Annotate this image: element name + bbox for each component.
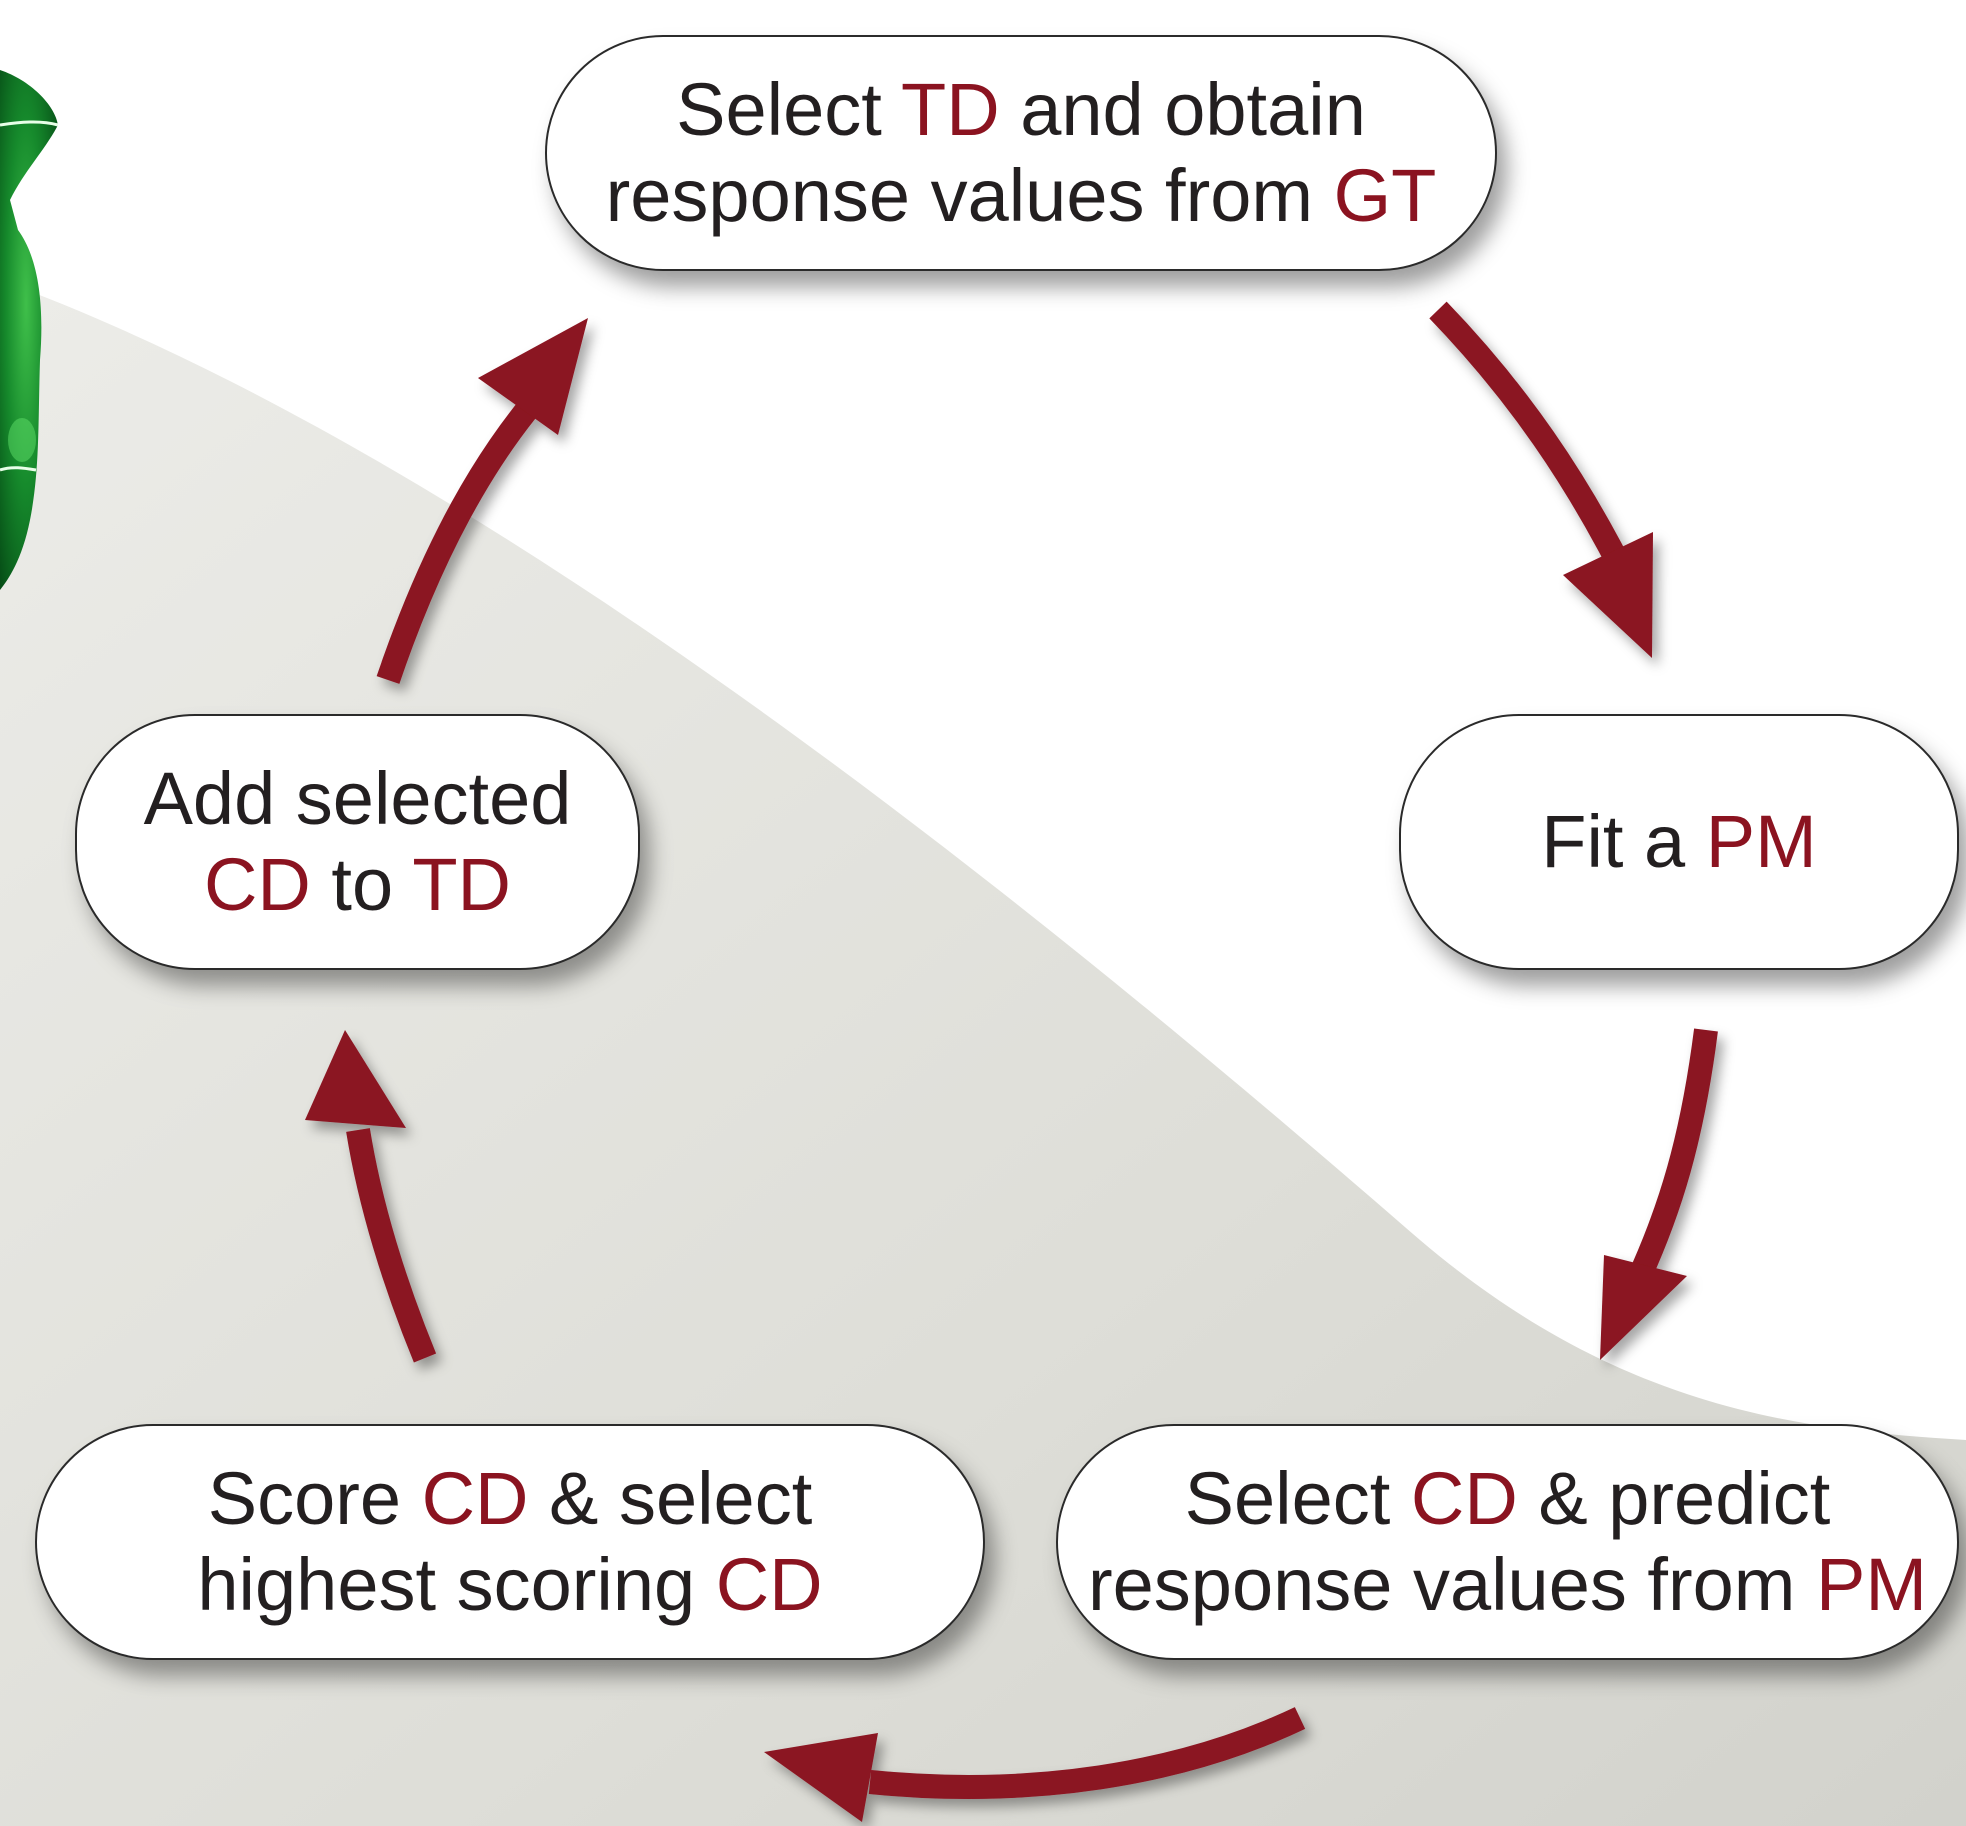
node-fit-pm: Fit a PM (1399, 714, 1959, 970)
arrow-to-add-cd (305, 1030, 437, 1363)
node-score-cd-line1: Score CD & select (207, 1457, 813, 1540)
node-select-td-line2: response values from GT (605, 154, 1437, 237)
term-cd: CD (421, 1457, 529, 1540)
molecule-icon (0, 70, 59, 590)
term-pm: PM (1816, 1543, 1927, 1626)
node-select-cd-line1: Select CD & predict (1184, 1457, 1831, 1540)
term-td: TD (901, 68, 1000, 151)
term-cd: CD (715, 1543, 823, 1626)
node-add-cd: Add selected CD to TD (75, 714, 640, 970)
node-select-td-line1: Select TD and obtain (676, 68, 1366, 151)
node-add-cd-line2: CD to TD (203, 843, 512, 926)
node-select-cd-line2: response values from PM (1087, 1543, 1927, 1626)
node-score-cd-line2: highest scoring CD (197, 1543, 823, 1626)
term-td: TD (412, 843, 512, 926)
arrow-to-score-cd (764, 1707, 1306, 1822)
arrow-to-select-td (376, 318, 588, 684)
term-gt: GT (1333, 154, 1437, 237)
node-select-td: Select TD and obtain response values fro… (545, 35, 1497, 271)
arrow-to-fit-pm (1429, 301, 1653, 658)
arrow-to-select-cd (1600, 1028, 1718, 1360)
term-cd: CD (1410, 1457, 1518, 1540)
term-pm: PM (1705, 800, 1817, 883)
node-add-cd-line1: Add selected (143, 757, 572, 840)
node-fit-pm-line1: Fit a PM (1541, 800, 1817, 883)
term-cd: CD (203, 843, 311, 926)
node-score-cd: Score CD & select highest scoring CD (35, 1424, 985, 1660)
node-select-cd: Select CD & predict response values from… (1056, 1424, 1959, 1660)
